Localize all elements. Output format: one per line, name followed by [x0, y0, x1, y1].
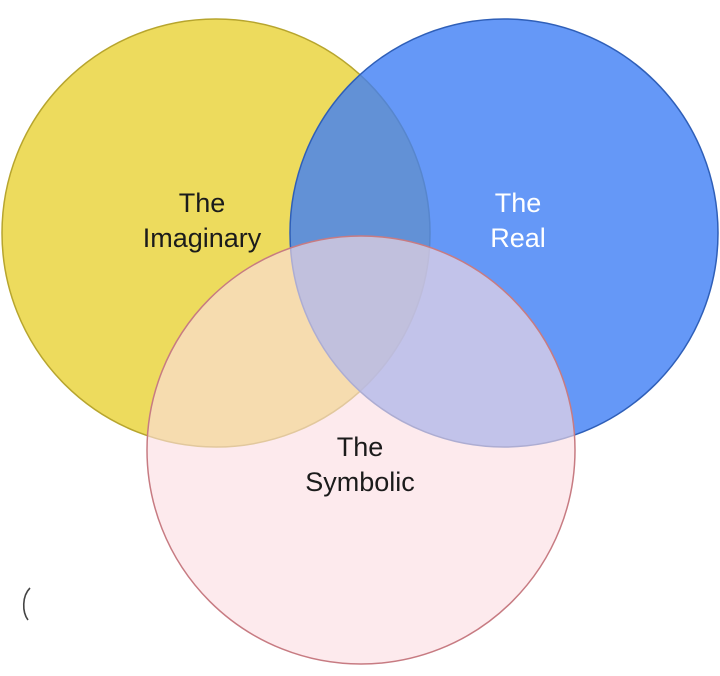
symbolic-label-line1: The: [336, 432, 384, 462]
real-label-line2: Real: [490, 223, 546, 253]
imaginary-label: The Imaginary: [143, 186, 262, 256]
imaginary-label-line1: The: [178, 188, 226, 218]
symbolic-label-line2: Symbolic: [305, 467, 415, 497]
symbolic-circle: [146, 235, 576, 665]
real-label-line1: The: [494, 188, 542, 218]
corner-artifact-icon: [22, 587, 31, 621]
symbolic-label: The Symbolic: [305, 430, 415, 500]
real-label: The Real: [490, 186, 546, 256]
imaginary-label-line2: Imaginary: [142, 223, 262, 253]
